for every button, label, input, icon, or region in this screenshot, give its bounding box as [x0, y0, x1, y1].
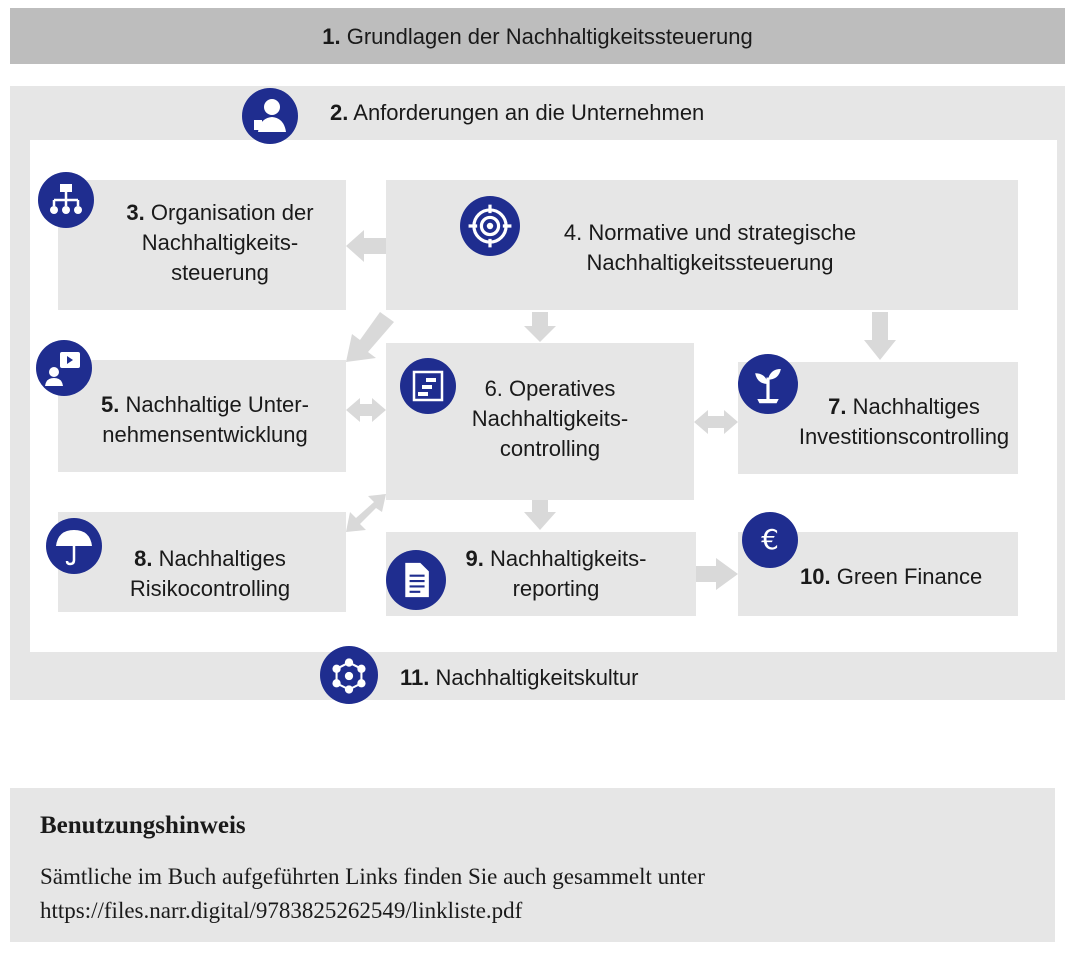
box-6-label: 6. Operatives Nachhaltigkeits- controlli… [471, 376, 629, 461]
section-1-bar [10, 8, 1065, 64]
arrow-4-to-5 [346, 312, 394, 362]
arrow-6-to-9 [524, 500, 556, 530]
usage-note: Benutzungshinweis Sämtliche im Buch aufg… [10, 788, 1055, 942]
gantt-chart-icon [400, 358, 456, 414]
box-9-label: 9. Nachhaltigkeits- reporting [465, 546, 647, 601]
connector-arrows [346, 230, 896, 590]
svg-text:€: € [761, 523, 779, 556]
usage-note-line1: Sämtliche im Buch aufgeführten Links fin… [40, 864, 705, 889]
box-3-label: 3. Organisation der Nachhaltigkeits- ste… [126, 200, 314, 285]
org-chart-icon [38, 172, 94, 228]
box-3 [58, 180, 346, 310]
usage-note-link[interactable]: https://files.narr.digital/9783825262549… [40, 898, 523, 923]
network-people-icon [320, 646, 378, 704]
plant-sprout-icon [738, 354, 798, 414]
usage-note-text: Sämtliche im Buch aufgeführten Links fin… [40, 860, 705, 928]
document-icon [386, 550, 446, 610]
arrow-9-to-10 [696, 558, 738, 590]
arrow-5-6 [346, 398, 386, 422]
presentation-person-icon [36, 340, 92, 396]
box-7-label: 7. Nachhaltiges Investitionscontrolling [798, 394, 1010, 449]
person-presenter-icon [242, 88, 298, 144]
box-8 [58, 512, 346, 612]
target-icon [460, 196, 520, 256]
box-5 [58, 360, 346, 472]
usage-note-title: Benutzungshinweis [40, 812, 246, 839]
arrow-4-to-7 [864, 312, 896, 360]
arrow-6-8 [346, 494, 386, 532]
euro-icon: € [742, 512, 798, 568]
section-11-label: 11. Nachhaltigkeitskultur [400, 665, 639, 690]
box-4-label: 4. Normative und strategische Nachhaltig… [563, 220, 857, 275]
arrow-6-7 [694, 410, 738, 434]
box-8-label: 8. Nachhaltiges Risikocontrolling [129, 546, 291, 601]
box-5-label: 5. Nachhaltige Unter- nehmensentwicklung [101, 392, 309, 447]
umbrella-icon [46, 518, 102, 574]
box-10-label: 10. Green Finance [800, 564, 983, 589]
arrow-4-to-3 [346, 230, 386, 262]
section-1-label: 1. Grundlagen der Nachhaltigkeitssteueru… [322, 24, 753, 49]
arrow-4-to-6 [524, 312, 556, 342]
section-2-label: 2. Anforderungen an die Unternehmen [330, 100, 705, 125]
